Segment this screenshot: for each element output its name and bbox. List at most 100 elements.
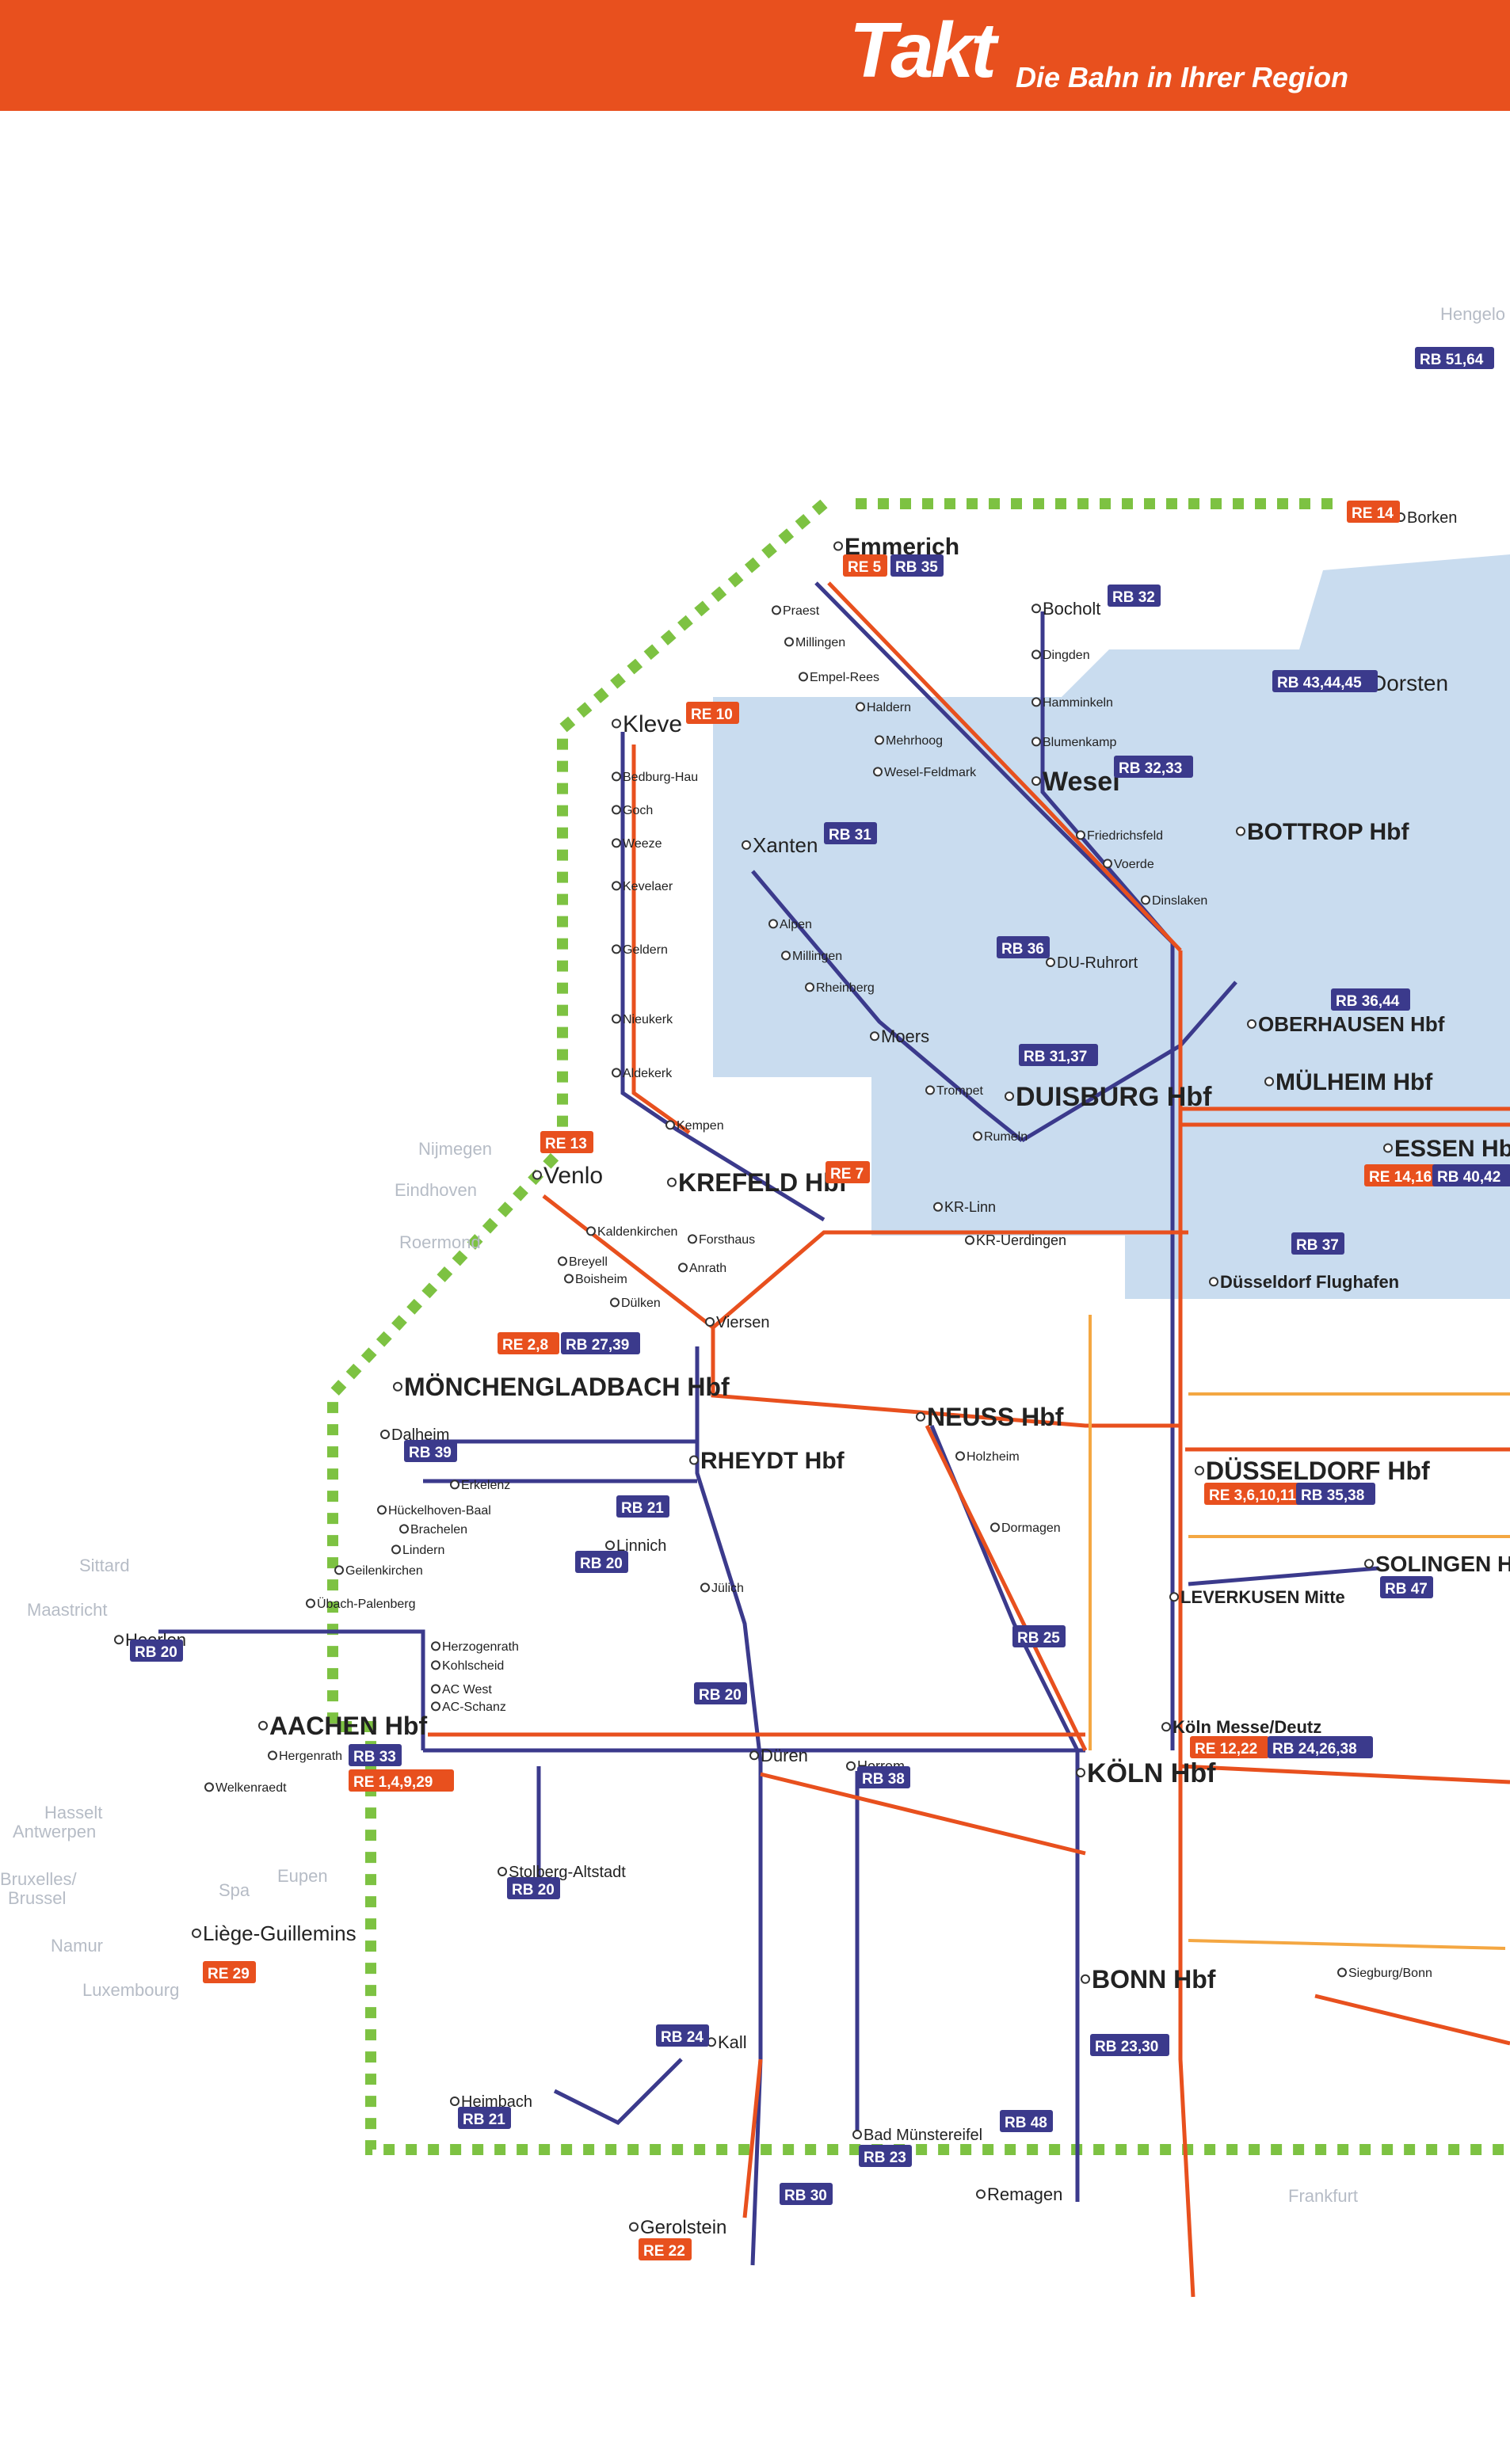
station-marker — [532, 1170, 542, 1180]
badge-label: RE 1,4,9,29 — [353, 1774, 433, 1791]
external-destination: Nijmegen — [418, 1139, 492, 1159]
badge-label: RE 22 — [643, 2243, 685, 2260]
station-marker — [399, 1524, 409, 1534]
badge-label: RB 36,44 — [1336, 993, 1400, 1010]
station-holzheim: Holzheim — [967, 1450, 1020, 1464]
badge-background — [997, 936, 1050, 958]
line-badge-rb39: RB 39 — [404, 1440, 457, 1462]
station-marker — [799, 672, 808, 682]
station-marker — [870, 1031, 879, 1042]
line-badge-rb37: RB 37 — [1291, 1232, 1344, 1255]
station-marker — [768, 919, 778, 929]
line-badge-re28: RE 2,8 — [498, 1332, 559, 1354]
line-badge-rb20c: RB 20 — [694, 1682, 747, 1704]
region-shading — [713, 554, 1510, 1299]
station-krefeld: KREFELD Hbf — [678, 1168, 848, 1197]
station-marker — [1031, 737, 1041, 747]
station-mgladbach: MÖNCHENGLADBACH Hbf — [404, 1373, 730, 1401]
station-aachen: AACHEN Hbf — [269, 1712, 427, 1740]
station-marker — [973, 1131, 982, 1141]
station-marker — [377, 1505, 387, 1515]
station-koelnmesse: Köln Messe/Deutz — [1173, 1717, 1321, 1737]
badge-label: RB 32,33 — [1119, 760, 1182, 777]
station-rheinberg: Rheinberg — [816, 981, 875, 995]
badge-label: RB 23 — [864, 2150, 906, 2166]
header-tagline: Die Bahn in Ihrer Region — [1016, 61, 1349, 93]
badge-label: RB 33 — [353, 1749, 396, 1765]
badge-label: RB 23,30 — [1095, 2039, 1158, 2055]
badge-background — [203, 1961, 256, 1983]
station-marker — [772, 605, 781, 615]
badge-background — [857, 1766, 910, 1788]
line-badge-rb20d: RB 20 — [507, 1877, 560, 1899]
badge-background — [507, 1877, 560, 1899]
station-marker — [1031, 649, 1041, 660]
external-destination: Spa — [219, 1880, 250, 1900]
station-marker — [705, 1317, 715, 1327]
station-marker — [498, 1867, 507, 1876]
badge-background — [859, 2145, 912, 2167]
station-voerde: Voerde — [1114, 858, 1154, 871]
badge-label: RB 36 — [1001, 941, 1044, 958]
station-juelich: Jülich — [711, 1582, 744, 1595]
line-badge-rb3233: RB 32,33 — [1114, 756, 1193, 778]
badge-label: RE 5 — [848, 559, 882, 576]
station-marker — [933, 1202, 943, 1212]
station-marker — [612, 805, 621, 815]
station-xanten: Xanten — [753, 833, 818, 857]
line-badge-rb3137: RB 31,37 — [1019, 1044, 1098, 1066]
station-marker — [380, 1430, 390, 1439]
line-badge-rb21a: RB 21 — [616, 1495, 669, 1518]
badge-background — [1012, 1625, 1066, 1647]
external-destinations: NijmegenEindhovenRoermondSittardMaastric… — [0, 304, 1505, 2206]
station-rheydt: RHEYDT Hbf — [700, 1448, 845, 1474]
station-borken: Borken — [1407, 509, 1457, 527]
station-friedrichsfeld: Friedrichsfeld — [1087, 829, 1163, 843]
line-badge-rb38: RB 38 — [857, 1766, 910, 1788]
badge-background — [1019, 1044, 1098, 1066]
station-marker — [393, 1381, 402, 1392]
station-liege: Liège-Guillemins — [203, 1921, 357, 1945]
external-destination: Sittard — [79, 1556, 130, 1575]
badge-background — [694, 1682, 747, 1704]
station-venlo: Venlo — [543, 1163, 603, 1189]
station-marker — [955, 1451, 965, 1461]
station-herzogenrath: Herzogenrath — [442, 1640, 519, 1654]
station-muelheim: MÜLHEIM Hbf — [1275, 1069, 1433, 1095]
badge-background — [826, 1161, 870, 1183]
line-badge-rb20b: RB 20 — [130, 1639, 183, 1662]
station-linnich: Linnich — [616, 1537, 666, 1555]
station-marker — [1247, 1019, 1256, 1029]
station-uebach: Übach-Palenberg — [317, 1597, 416, 1611]
station-marker — [612, 944, 621, 954]
badge-background — [349, 1769, 454, 1792]
station-marker — [925, 1085, 935, 1095]
stations: EmmerichPraestMillingenEmpel-ReesHaldern… — [114, 509, 1510, 2238]
badge-background — [1204, 1483, 1318, 1505]
station-marker — [1264, 1076, 1274, 1087]
station-marker — [1076, 1768, 1085, 1778]
station-welkenraedt: Welkenraedt — [215, 1781, 287, 1795]
badge-label: RB 47 — [1385, 1581, 1428, 1598]
station-kleve: Kleve — [623, 711, 682, 737]
station-marker — [665, 1120, 675, 1130]
station-marker — [450, 2096, 459, 2106]
station-erkelenz: Erkelenz — [461, 1479, 510, 1492]
station-forsthaus: Forsthaus — [699, 1233, 755, 1247]
badge-label: RB 40,42 — [1437, 1169, 1500, 1186]
line-badge-rb5164: RB 51,64 — [1415, 347, 1494, 369]
station-marker — [558, 1256, 567, 1266]
line-badge-re361011: RE 3,6,10,11 — [1204, 1483, 1318, 1505]
station-kall: Kall — [718, 2032, 747, 2052]
badge-label: RB 39 — [409, 1445, 452, 1461]
line-badge-rb36: RB 36 — [997, 936, 1050, 958]
station-marker — [612, 1014, 621, 1024]
badge-background — [561, 1332, 640, 1354]
station-blumenkamp: Blumenkamp — [1043, 736, 1116, 749]
line-badge-rb3538: RB 35,38 — [1296, 1483, 1375, 1505]
badge-background — [575, 1551, 628, 1573]
tariff-border — [327, 498, 1510, 2155]
station-marker — [431, 1660, 440, 1670]
station-weselfeld: Wesel-Feldmark — [884, 766, 977, 779]
